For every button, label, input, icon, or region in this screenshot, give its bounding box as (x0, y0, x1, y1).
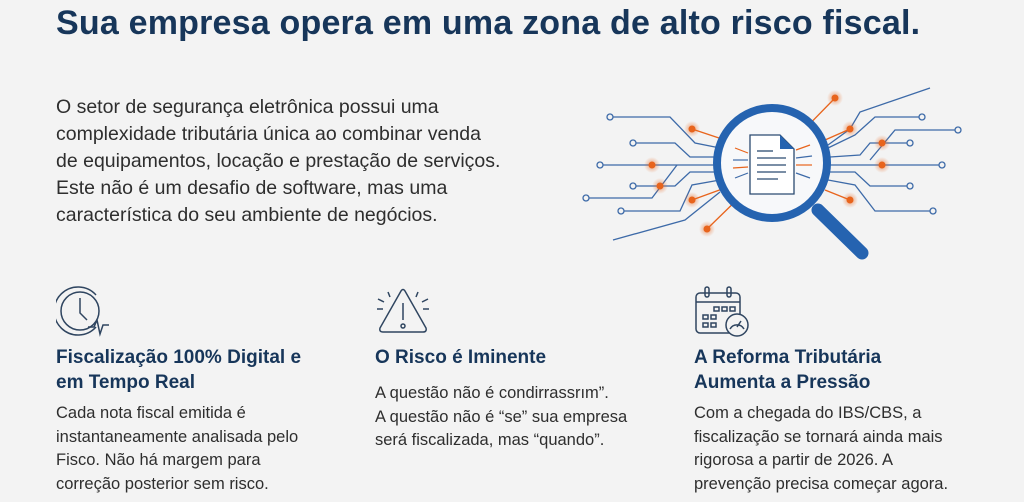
feature-text: será fiscalizada, mas “quando”. (375, 431, 605, 449)
page-title: Sua empresa opera em uma zona de alto ri… (56, 4, 921, 42)
feature-text: Com a chegada do IBS/CBS, a (694, 404, 922, 422)
feature-heading: Fiscalização 100% Digital e (56, 347, 302, 368)
feature-imminent-risk: O Risco é Iminente A questão não é condi… (375, 285, 675, 453)
feature-text: fiscalização se tornará ainda mais (694, 427, 943, 446)
warning-triangle-icon (375, 285, 675, 341)
feature-text: prevenção precisa começar agora. (694, 474, 949, 493)
feature-heading: Aumenta a Pressão (694, 372, 871, 393)
feature-text: instantaneamente analisada pelo (56, 427, 299, 446)
feature-text: A questão não é condirrassrım”. (375, 384, 609, 402)
intro-line: Este não é um desafio de software, mas u… (56, 177, 448, 199)
feature-text: Cada nota fiscal emitida é (56, 404, 246, 422)
intro-line: O setor de segurança eletrônica possui u… (56, 96, 439, 118)
feature-text: rigorosa a partir de 2026. A (694, 451, 894, 469)
feature-heading: A Reforma Tributária (694, 347, 882, 368)
feature-heading: em Tempo Real (56, 372, 196, 393)
calendar-gauge-icon (694, 285, 994, 341)
intro-line: complexidade tributária única ao combina… (56, 123, 481, 145)
intro-paragraph: O setor de segurança eletrônica possui u… (56, 94, 586, 229)
magnifier-document-network-icon (582, 87, 962, 260)
feature-digital-fiscalization: Fiscalização 100% Digital e em Tempo Real… (53, 285, 356, 496)
clock-pulse-icon (53, 285, 356, 341)
feature-text: correção posterior sem risco. (56, 474, 269, 493)
intro-line: característica do seu ambiente de negóci… (56, 204, 438, 226)
intro-line: de equipamentos, locação e prestação de … (56, 150, 501, 172)
feature-heading: O Risco é Iminente (375, 347, 547, 368)
feature-text: A questão não é “se” sua empresa (375, 407, 628, 426)
feature-text: Fisco. Não há margem para (56, 451, 261, 469)
